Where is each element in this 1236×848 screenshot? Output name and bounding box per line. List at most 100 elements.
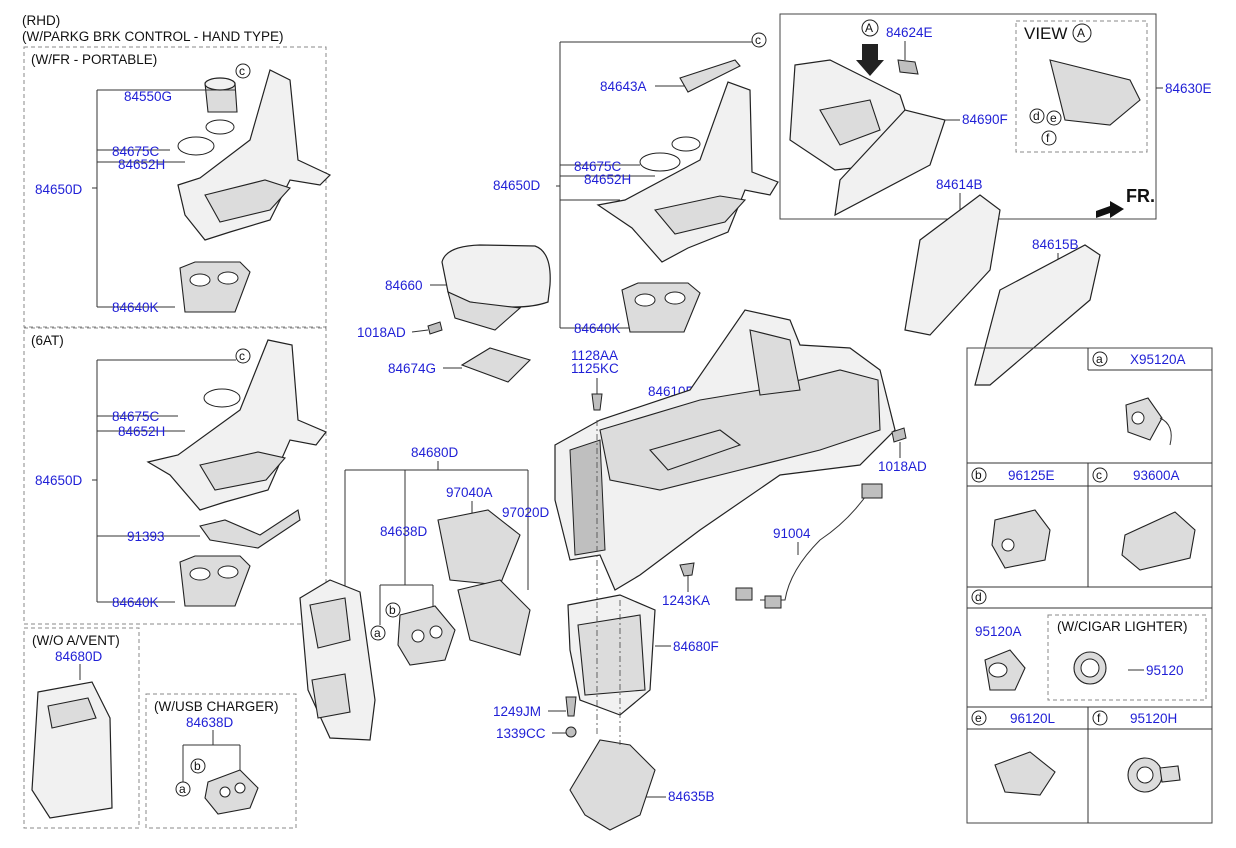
label-84680D: 84680D xyxy=(55,649,103,664)
front-label: FR. xyxy=(1126,186,1155,206)
label-84630E: 84630E xyxy=(1165,81,1212,96)
label-84675C: 84675C xyxy=(574,159,622,174)
label-84614B: 84614B xyxy=(936,177,983,192)
legend-letter-b: b xyxy=(975,468,982,482)
label-84690F: 84690F xyxy=(962,112,1008,127)
harness-connector xyxy=(735,587,753,601)
label-1243KA: 1243KA xyxy=(662,593,710,608)
usb-port xyxy=(219,786,231,798)
legend-part-95120A: 95120A xyxy=(975,624,1022,639)
circle-marker-view-a xyxy=(861,19,879,37)
panel-6at-title: (6AT) xyxy=(31,333,64,348)
legend-drawing-d xyxy=(984,649,1107,691)
legend-circle-f xyxy=(1092,710,1108,726)
circle-marker-a xyxy=(175,781,191,797)
leaders-portable xyxy=(92,89,236,308)
screw-drawing xyxy=(679,562,695,577)
lower-parts-drawing xyxy=(299,509,531,741)
legend-drawing-b xyxy=(991,509,1051,569)
label-84638D: 84638D xyxy=(380,524,428,539)
circle-letter: b xyxy=(389,603,396,617)
label-84624E: 84624E xyxy=(886,25,933,40)
circle-marker-b xyxy=(190,758,206,774)
view-panel-drawing xyxy=(789,59,946,217)
upper-console-drawing xyxy=(596,81,779,333)
leaders-usb xyxy=(182,730,241,782)
legend-part-93600A: 93600A xyxy=(1133,468,1180,483)
label-1125KC: 1125KC xyxy=(571,361,619,376)
label-91004: 91004 xyxy=(773,526,811,541)
legend-part-95120H: 95120H xyxy=(1130,711,1177,726)
legend-letter-f: f xyxy=(1097,711,1101,725)
label-97020D: 97020D xyxy=(502,505,550,520)
legend-circle-c xyxy=(1092,467,1108,483)
circle-letter: d xyxy=(1033,109,1040,123)
label-84650D: 84650D xyxy=(35,182,83,197)
legend-letter-c: c xyxy=(1096,468,1102,482)
circle-marker-d xyxy=(1029,108,1045,124)
circle-marker-c xyxy=(751,32,767,48)
label-97040A: 97040A xyxy=(446,485,493,500)
circle-marker-f xyxy=(1041,130,1057,146)
legend-cigar-title: (W/CIGAR LIGHTER) xyxy=(1057,619,1188,634)
circle-letter: c xyxy=(755,33,761,47)
leaders-lower xyxy=(344,461,529,590)
console-portable-drawing xyxy=(177,69,332,313)
arrow-down-icon xyxy=(856,44,884,76)
label-84680F: 84680F xyxy=(673,639,719,654)
panel-wo-avent-title: (W/O A/VENT) xyxy=(32,633,120,648)
panel-6at xyxy=(23,327,327,625)
label-84640K: 84640K xyxy=(112,300,159,315)
label-84652H: 84652H xyxy=(118,424,165,439)
label-84650D: 84650D xyxy=(35,473,83,488)
legend-table xyxy=(966,347,1213,824)
legend-circle-b xyxy=(971,467,987,483)
connector-drawing xyxy=(897,59,919,75)
header-rhd: (RHD) xyxy=(22,13,60,28)
screw-drawing xyxy=(891,427,907,443)
label-84640K: 84640K xyxy=(574,321,621,336)
label-84615B: 84615B xyxy=(1032,237,1079,252)
bracket-drawing xyxy=(569,739,656,831)
circle-marker-a xyxy=(370,625,386,641)
leaders-6at xyxy=(92,359,236,603)
wire-harness-drawing xyxy=(760,489,871,601)
circle-letter: A xyxy=(865,21,873,35)
label-84650D: 84650D xyxy=(493,178,541,193)
legend-letter-e: e xyxy=(975,711,982,725)
label-84652H: 84652H xyxy=(584,172,631,187)
view-word: VIEW xyxy=(1024,24,1067,43)
legend-part-96120L: 96120L xyxy=(1010,711,1056,726)
label-1339CC: 1339CC xyxy=(496,726,546,741)
legend-cigar-box xyxy=(1047,614,1207,701)
trim-strip-drawing xyxy=(679,59,741,93)
storage-box-grid xyxy=(577,614,646,696)
bolt-drawing xyxy=(565,696,577,717)
assembly-centerline xyxy=(596,420,621,745)
label-84652H: 84652H xyxy=(118,157,165,172)
label-84680D: 84680D xyxy=(411,445,459,460)
circle-letter: f xyxy=(1046,131,1050,145)
label-84550G: 84550G xyxy=(124,89,172,104)
header-variant: (W/PARKG BRK CONTROL - HAND TYPE) xyxy=(22,29,284,44)
circle-marker-e xyxy=(1046,110,1062,126)
label-91393: 91393 xyxy=(127,529,165,544)
panel-wo-avent xyxy=(23,627,140,829)
legend-letter-a: a xyxy=(1096,352,1103,366)
panel-portable-title: (W/FR - PORTABLE) xyxy=(31,52,157,67)
main-console-drawing xyxy=(554,309,896,591)
panel-usb-title: (W/USB CHARGER) xyxy=(154,699,279,714)
view-a-box xyxy=(1015,20,1148,153)
label-1249JM: 1249JM xyxy=(493,704,541,719)
circle-marker-b xyxy=(385,602,401,618)
legend-part-95120: 95120 xyxy=(1146,663,1184,678)
front-arrow-icon xyxy=(1096,201,1124,218)
label-1018AD-right: 1018AD xyxy=(878,459,927,474)
trim-pocket xyxy=(47,697,97,729)
legend-drawing-e xyxy=(994,751,1056,796)
circle-marker-c xyxy=(235,63,251,79)
console-6at-drawing xyxy=(146,339,327,607)
legend-circle-d xyxy=(971,589,987,605)
label-84635B: 84635B xyxy=(668,789,715,804)
label-84643A: 84643A xyxy=(600,79,647,94)
